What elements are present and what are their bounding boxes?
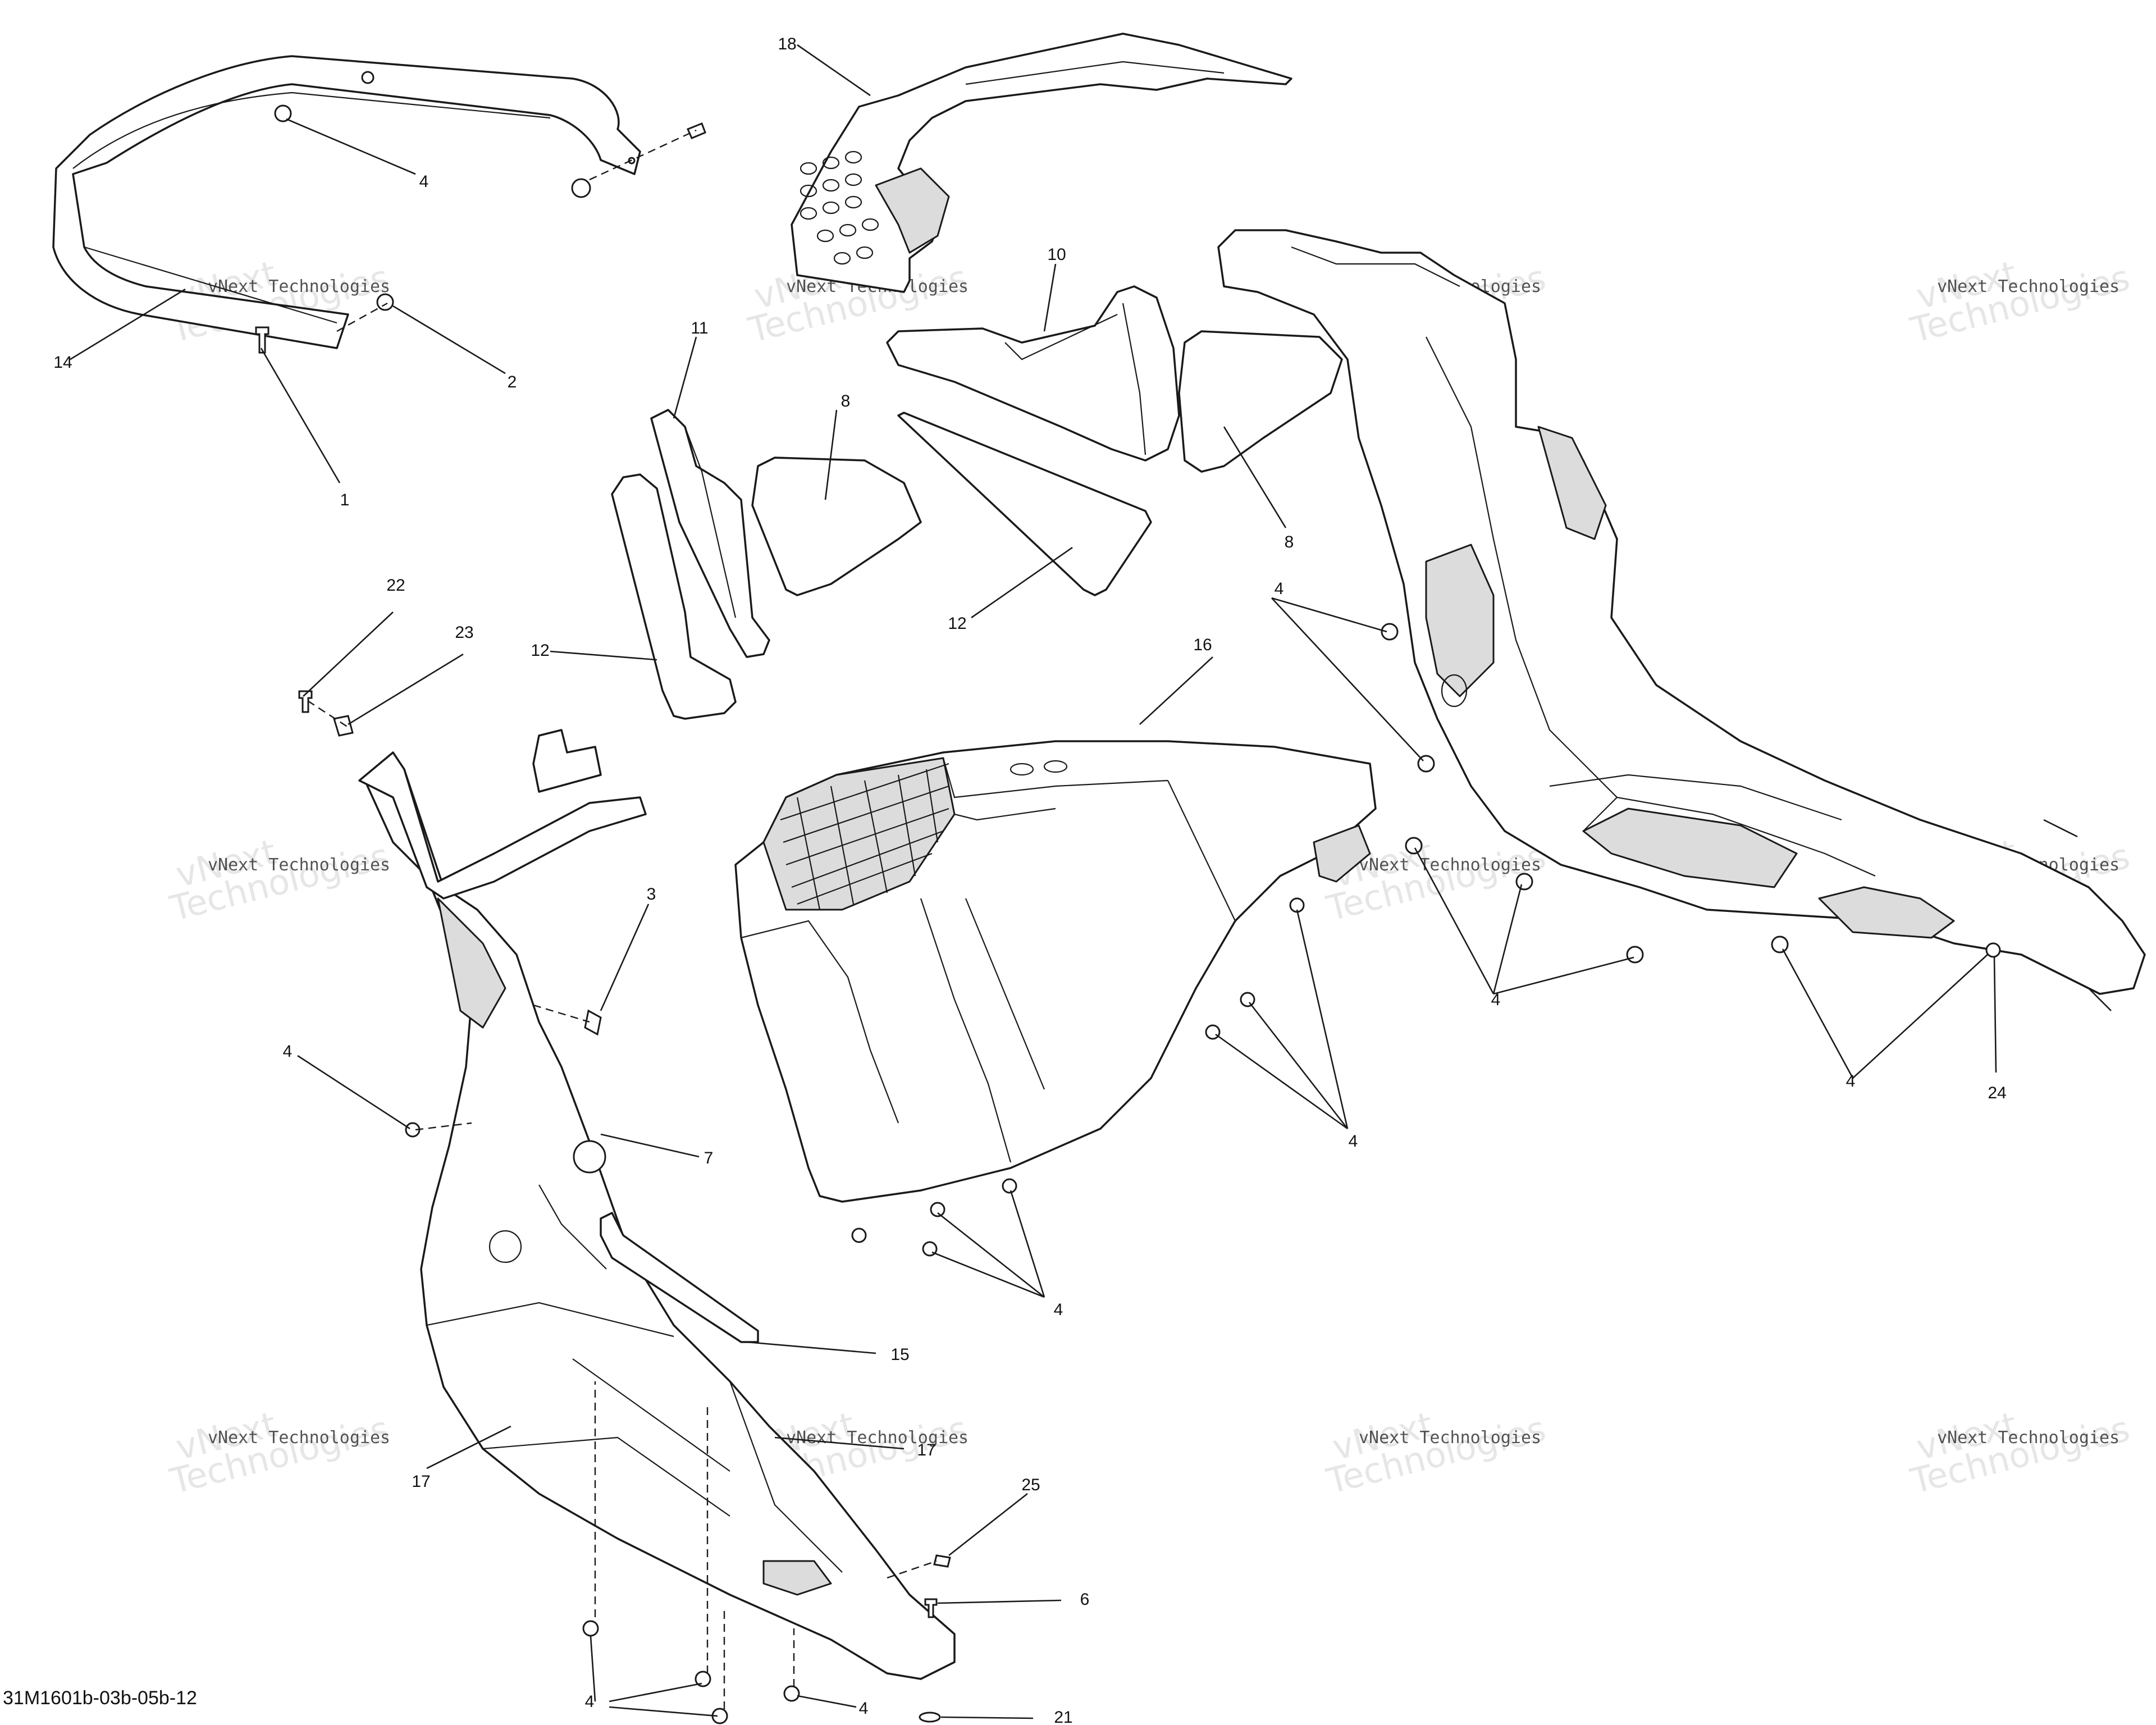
part-18-top-bracket [791, 33, 1292, 293]
callout-labels: 4 2 1 14 18 10 11 8 12 12 8 16 4 22 23 3… [53, 35, 2006, 1725]
callout-4-right-mid: 4 [1491, 991, 1501, 1009]
svg-text:vNext Technologies: vNext Technologies [1937, 277, 2120, 296]
callout-3: 3 [647, 885, 656, 903]
part-right-side-panel [1217, 229, 2146, 995]
fastener-4-b1 [582, 1620, 599, 1637]
callout-15: 15 [890, 1345, 909, 1364]
callout-11: 11 [691, 319, 708, 337]
fastener-4-b4 [783, 1685, 800, 1702]
fastener-4-top [274, 104, 292, 122]
part-16-console [734, 740, 1377, 1203]
callout-4-bottom-mid: 4 [859, 1699, 869, 1718]
svg-text:vNext Technologies: vNext Technologies [208, 277, 390, 296]
mesh-grille [780, 763, 949, 910]
part-12-pad-center [897, 412, 1152, 596]
fastener-4-r4 [1515, 873, 1533, 891]
svg-text:vNext Technologies: vNext Technologies [208, 1428, 390, 1448]
callout-4-right-low: 4 [1846, 1072, 1856, 1090]
callout-4: 4 [419, 172, 429, 191]
nut-upper [571, 178, 591, 198]
callout-14: 14 [53, 353, 72, 372]
grommet-7 [573, 1140, 606, 1174]
part-8-pad-right [1178, 330, 1343, 473]
fastener-24 [1985, 942, 2001, 958]
callout-4-center: 4 [1349, 1132, 1358, 1151]
screw-1 [255, 326, 270, 354]
callout-12-left: 12 [531, 641, 549, 660]
callout-4-left: 4 [283, 1042, 293, 1061]
callout-25: 25 [1021, 1476, 1040, 1494]
fastener-4-c7 [1002, 1178, 1017, 1194]
callout-8-left: 8 [841, 392, 851, 410]
screw-6 [924, 1598, 938, 1618]
clip-23 [333, 715, 354, 737]
callout-23: 23 [455, 623, 473, 642]
fastener-4-r6 [1771, 935, 1789, 953]
diagram-code: 31M1601b-03b-05b-12 [3, 1687, 197, 1709]
part-14-grab-handle [52, 55, 641, 349]
svg-text:vNext Technologies: vNext Technologies [786, 1428, 969, 1448]
callout-12-center: 12 [948, 614, 966, 633]
callout-17-left: 17 [412, 1472, 430, 1491]
fastener-4-c2 [1240, 992, 1255, 1007]
part-10-pad [886, 285, 1180, 462]
part-8-pad-left [751, 457, 922, 596]
washer-21 [919, 1712, 941, 1723]
callout-2: 2 [508, 373, 517, 391]
callout-22: 22 [386, 576, 405, 595]
part-15-strip [600, 1212, 759, 1343]
svg-text:vNext Technologies: vNext Technologies [1359, 1428, 1541, 1448]
callout-7: 7 [704, 1149, 714, 1167]
part-17-side-panel [364, 757, 956, 1680]
fastener-4-c4 [851, 1227, 867, 1243]
callout-8-right: 8 [1285, 533, 1294, 551]
fastener-4-c5 [930, 1202, 945, 1217]
assembly-lines [307, 129, 937, 1709]
callout-21: 21 [1054, 1708, 1072, 1725]
callout-4-bottom-left: 4 [585, 1692, 595, 1711]
callout-16: 16 [1193, 636, 1212, 654]
callout-10: 10 [1047, 245, 1066, 264]
fastener-2 [376, 293, 394, 311]
fastener-4-r5 [1626, 946, 1644, 964]
leader-lines [70, 44, 2112, 1719]
callout-18: 18 [778, 35, 796, 53]
fastener-4-r1 [1381, 623, 1399, 641]
vent-holes [800, 150, 879, 265]
clip-3 [584, 1009, 602, 1036]
callout-1: 1 [340, 491, 350, 509]
screw-upper [687, 122, 706, 139]
screw-25 [933, 1554, 951, 1568]
part-12-strip-left [611, 473, 737, 720]
part-11-strip [650, 409, 770, 658]
svg-text:vNext Technologies: vNext Technologies [1937, 1428, 2120, 1448]
screw-22 [298, 690, 313, 713]
callout-4-console-low: 4 [1054, 1300, 1063, 1319]
callout-4-right-top: 4 [1275, 579, 1284, 598]
callout-6: 6 [1080, 1590, 1090, 1609]
callout-24: 24 [1988, 1084, 2006, 1102]
svg-text:vNext Technologies: vNext Technologies [208, 855, 390, 875]
fastener-4-r3 [1405, 837, 1423, 855]
bracket-upper-left [358, 729, 647, 900]
fastener-4-b2 [695, 1671, 711, 1687]
callout-17-center: 17 [917, 1441, 935, 1459]
fastener-4-c3 [1205, 1024, 1221, 1040]
svg-text:vNext Technologies: vNext Technologies [1359, 855, 1541, 875]
